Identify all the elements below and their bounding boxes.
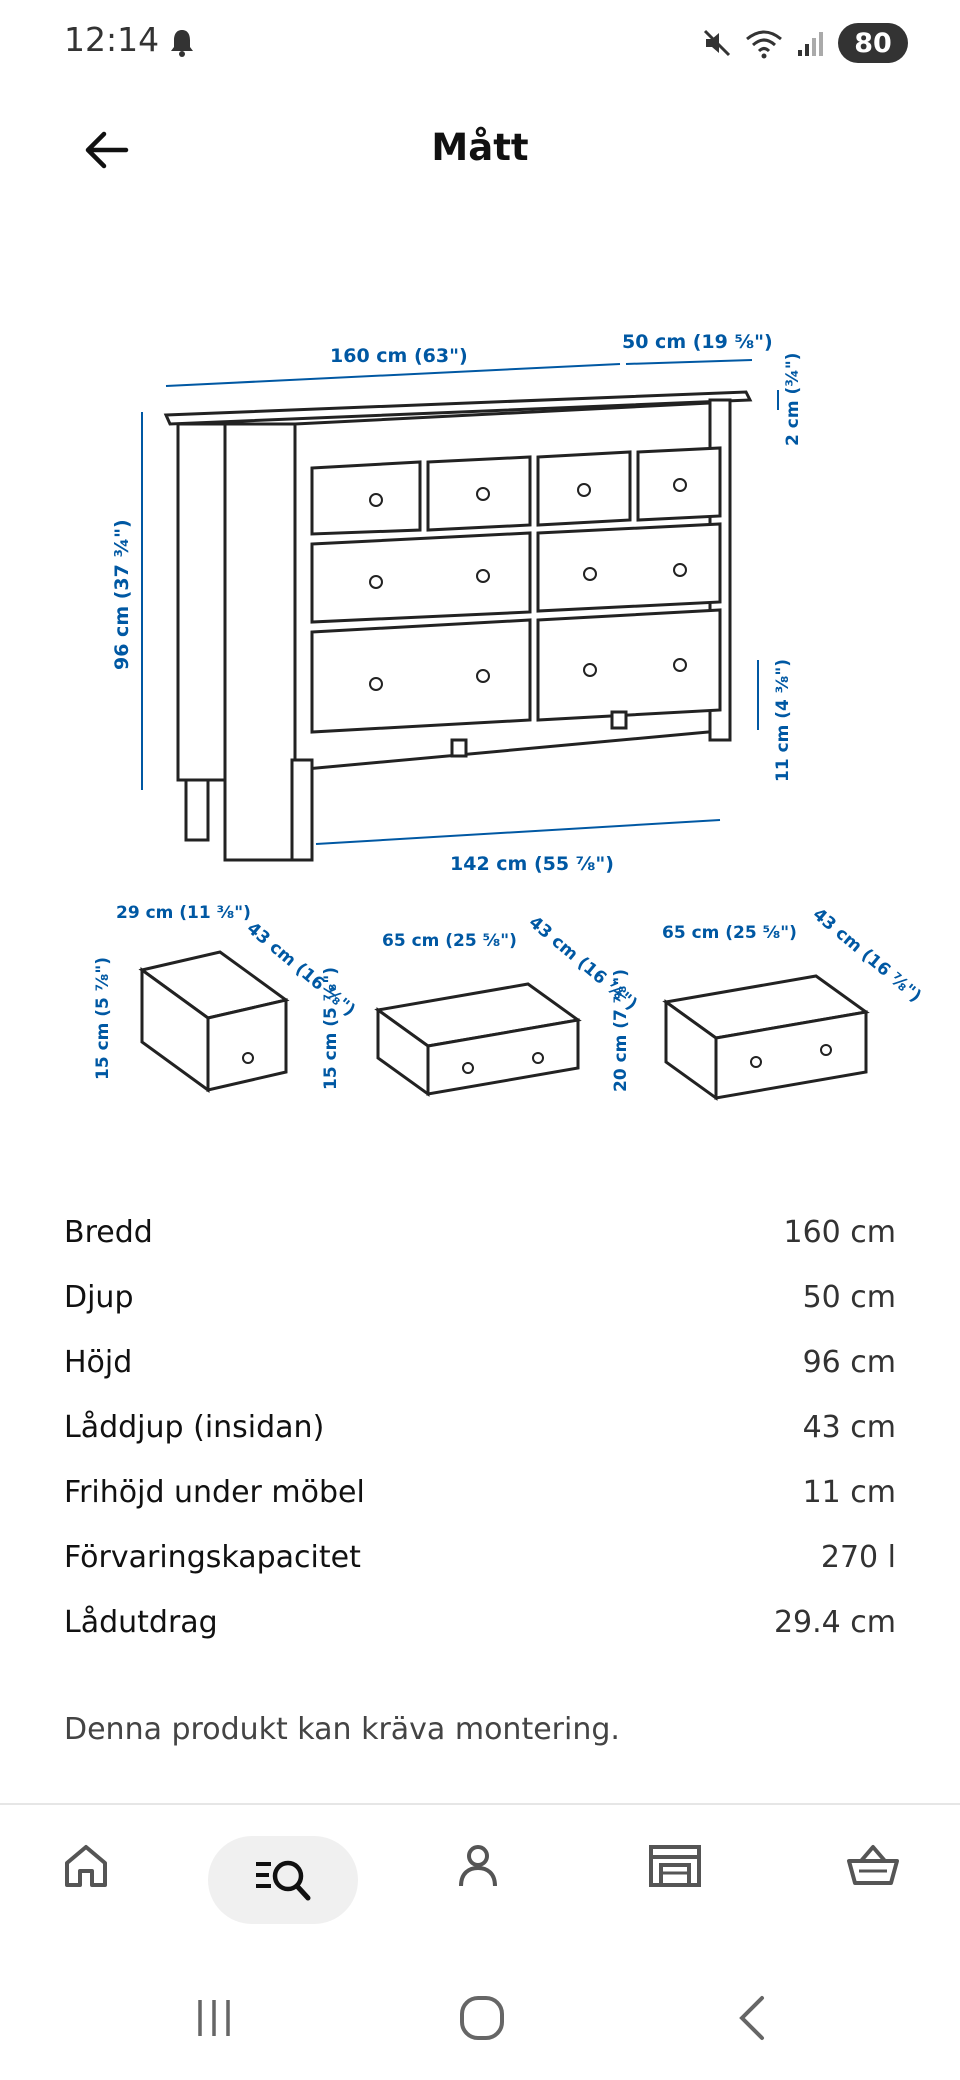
spec-label: Låddjup (insidan) bbox=[64, 1410, 325, 1445]
spec-value: 270 l bbox=[820, 1540, 896, 1575]
active-tab-indicator bbox=[208, 1836, 358, 1924]
dresser-illustration bbox=[163, 390, 753, 862]
spec-label: Djup bbox=[64, 1280, 134, 1315]
status-time: 12:14 bbox=[64, 20, 160, 59]
drawer-medium-width: 65 cm (25 ⅝") bbox=[382, 931, 517, 951]
page-title: Mått bbox=[431, 126, 529, 169]
search-icon bbox=[256, 1860, 311, 1901]
drawer-large: 65 cm (25 ⅝") 43 cm (16 ⅞") 20 cm (7 ⅞") bbox=[611, 905, 925, 1101]
store-icon bbox=[649, 1845, 701, 1887]
dimension-diagram: 160 cm (63") 50 cm (19 ⅝") 2 cm (¾") 96 … bbox=[93, 331, 925, 1101]
drawer-large-height: 20 cm (7 ⅞") bbox=[611, 969, 631, 1092]
spec-value: 50 cm bbox=[802, 1280, 896, 1315]
drawer-small-width: 29 cm (11 ⅜") bbox=[116, 903, 251, 923]
battery-indicator: 80 bbox=[838, 23, 908, 63]
bottom-navigation bbox=[0, 1806, 960, 1946]
home-system-button[interactable] bbox=[452, 1988, 512, 2048]
arrow-left-icon bbox=[85, 131, 129, 169]
spec-value: 96 cm bbox=[802, 1345, 896, 1380]
header: Mått bbox=[0, 100, 960, 200]
wifi-icon bbox=[746, 30, 782, 59]
overall-dimensions: 160 cm (63") 50 cm (19 ⅝") 2 cm (¾") 96 … bbox=[111, 331, 803, 875]
nav-divider bbox=[0, 1803, 960, 1805]
spec-label: Frihöjd under möbel bbox=[64, 1475, 365, 1510]
basket-icon bbox=[847, 1845, 899, 1885]
profile-icon bbox=[459, 1845, 497, 1887]
nav-basket[interactable] bbox=[843, 1836, 903, 1896]
specifications-list: Bredd 160 cm Djup 50 cm Höjd 96 cm Låddj… bbox=[64, 1200, 896, 1655]
spec-row-depth: Djup 50 cm bbox=[64, 1265, 896, 1330]
nav-profile[interactable] bbox=[448, 1836, 508, 1896]
top-thickness-dimension: 2 cm (¾") bbox=[783, 353, 803, 446]
height-dimension: 96 cm (37 ¾") bbox=[111, 519, 133, 670]
drawer-medium: 65 cm (25 ⅝") 43 cm (16 ⅞") 15 cm (5 ⅞") bbox=[321, 913, 641, 1097]
spec-row-drawer-depth: Låddjup (insidan) 43 cm bbox=[64, 1395, 896, 1460]
spec-row-height: Höjd 96 cm bbox=[64, 1330, 896, 1395]
drawer-small-height: 15 cm (5 ⅞") bbox=[93, 957, 113, 1080]
spec-row-clearance: Frihöjd under möbel 11 cm bbox=[64, 1460, 896, 1525]
mute-icon bbox=[703, 29, 731, 57]
drawer-small: 29 cm (11 ⅜") 43 cm (16 ⅞") 15 cm (5 ⅞") bbox=[93, 903, 359, 1093]
assembly-note: Denna produkt kan kräva montering. bbox=[64, 1712, 620, 1747]
spec-value: 29.4 cm bbox=[773, 1605, 896, 1640]
chevron-left-icon bbox=[739, 1996, 764, 2040]
nav-stores[interactable] bbox=[645, 1836, 705, 1896]
nav-search[interactable] bbox=[253, 1850, 313, 1910]
recent-apps-icon bbox=[198, 2000, 230, 2036]
drawer-large-width: 65 cm (25 ⅝") bbox=[662, 923, 797, 943]
spec-value: 160 cm bbox=[783, 1215, 896, 1250]
back-button[interactable] bbox=[76, 122, 136, 178]
back-system-button[interactable] bbox=[722, 1988, 782, 2048]
spec-value: 43 cm bbox=[802, 1410, 896, 1445]
spec-label: Förvaringskapacitet bbox=[64, 1540, 361, 1575]
spec-row-width: Bredd 160 cm bbox=[64, 1200, 896, 1265]
spec-row-storage-capacity: Förvaringskapacitet 270 l bbox=[64, 1525, 896, 1590]
spec-value: 11 cm bbox=[802, 1475, 896, 1510]
width-dimension: 160 cm (63") bbox=[330, 345, 468, 367]
nav-home[interactable] bbox=[56, 1836, 116, 1896]
spec-label: Lådutdrag bbox=[64, 1605, 218, 1640]
home-circle-icon bbox=[460, 1996, 504, 2040]
clearance-dimension: 11 cm (4 ⅜") bbox=[773, 659, 793, 782]
home-icon bbox=[65, 1845, 107, 1887]
signal-icon bbox=[798, 32, 823, 56]
status-bar: 12:14 80 bbox=[0, 0, 960, 86]
depth-dimension: 50 cm (19 ⅝") bbox=[622, 331, 773, 353]
spec-label: Höjd bbox=[64, 1345, 133, 1380]
drawer-medium-height: 15 cm (5 ⅞") bbox=[321, 967, 341, 1090]
notification-bell-icon bbox=[171, 30, 193, 57]
status-icons: 80 bbox=[702, 22, 908, 64]
recent-apps-button[interactable] bbox=[184, 1988, 244, 2048]
system-navigation-bar bbox=[0, 1960, 960, 2080]
spec-label: Bredd bbox=[64, 1215, 153, 1250]
spec-row-drawer-extension: Lådutdrag 29.4 cm bbox=[64, 1590, 896, 1655]
inner-width-dimension: 142 cm (55 ⅞") bbox=[450, 853, 614, 875]
